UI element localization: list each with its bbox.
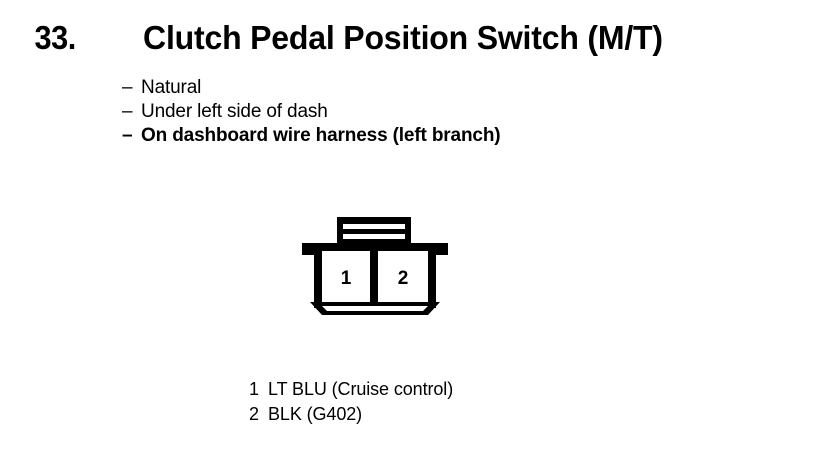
legend-pin-number: 2	[249, 404, 259, 424]
list-item-label: Natural	[141, 77, 202, 98]
list-item: – Natural	[122, 76, 500, 100]
list-item-label: Under left side of dash	[141, 101, 328, 122]
connector-tab-slot	[343, 224, 405, 229]
legend-pin-number: 1	[249, 379, 259, 399]
dash-icon: –	[122, 77, 133, 98]
list-item-label: On dashboard wire harness (left branch)	[141, 125, 501, 146]
legend-row: 1 LT BLU (Cruise control)	[249, 377, 453, 402]
list-item: – On dashboard wire harness (left branch…	[122, 124, 501, 148]
cavity-number-2: 2	[398, 268, 409, 289]
legend-pin-label: BLK (G402)	[268, 404, 363, 424]
connector-tab	[337, 217, 411, 243]
connector-tab-slot-lower	[343, 234, 405, 239]
legend-row: 2 BLK (G402)	[249, 402, 453, 427]
pin-legend: 1 LT BLU (Cruise control) 2 BLK (G402)	[249, 377, 453, 427]
cavity-divider	[370, 251, 378, 303]
list-item: – Under left side of dash	[122, 100, 500, 124]
dash-icon: –	[122, 125, 133, 146]
description-list: – Natural – Under left side of dash – On…	[122, 76, 501, 148]
connector-diagram: 1 2	[296, 214, 454, 318]
dash-icon: –	[122, 101, 133, 122]
cavity-number-1: 1	[341, 268, 352, 289]
item-number: 33.	[34, 19, 77, 56]
title-label: Clutch Pedal Position Switch (M/T)	[143, 19, 664, 56]
connector-foot-slot	[322, 306, 428, 311]
legend-pin-label: LT BLU (Cruise control)	[268, 379, 454, 399]
connector-outline-icon: 1 2	[302, 217, 448, 315]
page-title: 33. Clutch Pedal Position Switch (M/T)	[33, 21, 671, 54]
